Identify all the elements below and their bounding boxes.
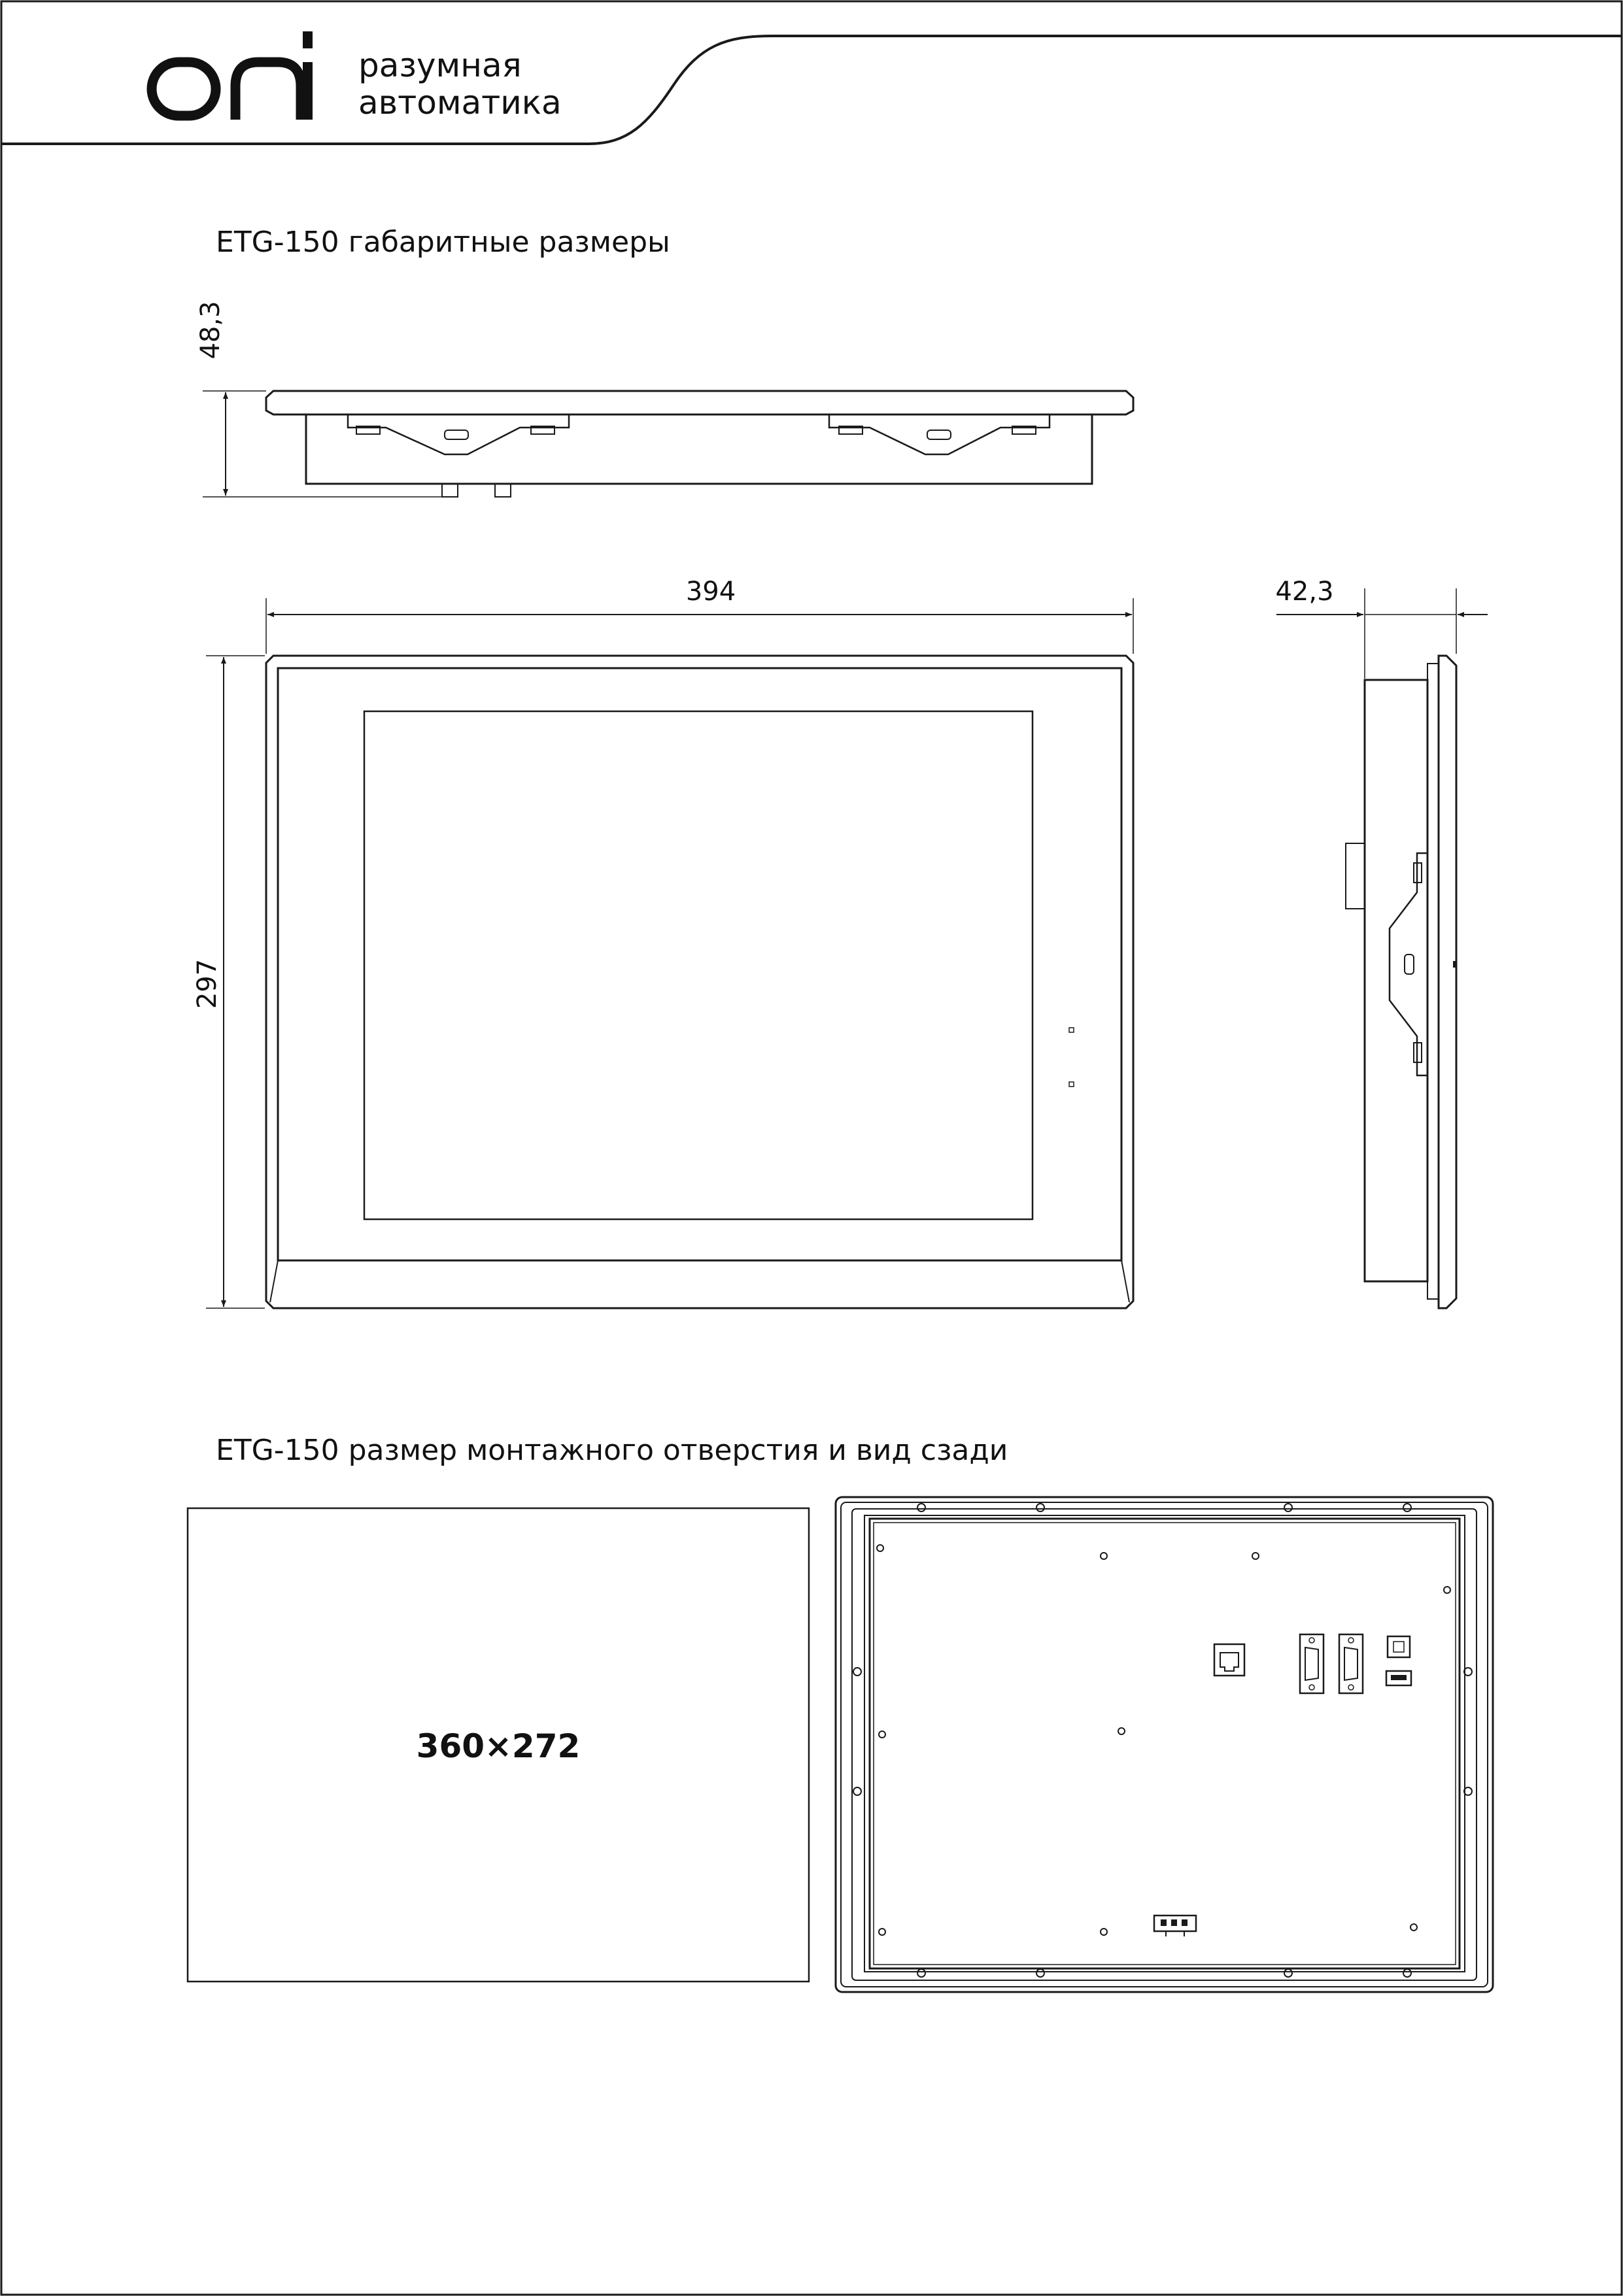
side-bracket-slot bbox=[1404, 954, 1414, 975]
tagline-line1: разумная bbox=[358, 46, 522, 84]
front-led-b bbox=[1068, 1081, 1074, 1087]
side-bezel bbox=[1437, 654, 1458, 1309]
tagline-line2: автоматика bbox=[358, 84, 562, 122]
side-view bbox=[1345, 654, 1458, 1309]
screw-8 bbox=[1100, 1928, 1108, 1936]
screw-4 bbox=[1443, 1586, 1451, 1594]
cutout-size-label: 360×272 bbox=[417, 1727, 581, 1765]
brand-logo: oni bbox=[0, 0, 313, 121]
side-button bbox=[1453, 961, 1456, 968]
rear-gasket bbox=[851, 1508, 1477, 1981]
screw-6 bbox=[1118, 1727, 1125, 1735]
dim-depth-top: 48,3 bbox=[196, 301, 442, 498]
screw-3 bbox=[1252, 1552, 1259, 1560]
clip-left-2 bbox=[853, 1787, 862, 1796]
rear-screws bbox=[876, 1544, 1451, 1936]
side-bracket-tab-b bbox=[1413, 1042, 1422, 1063]
clip-bottom-1 bbox=[917, 1968, 926, 1978]
rear-outer-frame-inner bbox=[840, 1502, 1488, 1987]
header: oni разумная автоматика bbox=[0, 0, 1622, 145]
usb-a-port bbox=[1385, 1670, 1412, 1687]
serial-port-2 bbox=[1338, 1633, 1364, 1695]
top-connector-b bbox=[494, 483, 511, 498]
front-bezel-chamfer-right bbox=[1121, 1260, 1130, 1303]
power-connector bbox=[1153, 1914, 1197, 1936]
top-view bbox=[265, 390, 1135, 498]
screw-5 bbox=[878, 1730, 886, 1738]
top-view-bezel bbox=[265, 390, 1135, 416]
section2-title: ETG-150 размер монтажного отверстия и ви… bbox=[216, 1434, 1008, 1467]
serial-port-1 bbox=[1299, 1633, 1325, 1695]
top-bracket-left bbox=[347, 414, 570, 456]
clip-top-2 bbox=[1036, 1503, 1045, 1512]
clip-right-2 bbox=[1463, 1787, 1473, 1796]
logo-letter-i-dot bbox=[303, 31, 313, 48]
side-connector bbox=[1345, 843, 1365, 909]
screen-area bbox=[363, 710, 1034, 1221]
front-bezel-inner bbox=[277, 667, 1123, 1262]
logo-letter-o bbox=[146, 57, 221, 121]
clip-left-1 bbox=[853, 1667, 862, 1676]
front-led-a bbox=[1068, 1027, 1074, 1033]
clip-right-1 bbox=[1463, 1667, 1473, 1676]
top-connector-a bbox=[441, 483, 458, 498]
usb-b-port bbox=[1386, 1635, 1411, 1659]
rear-panel bbox=[868, 1517, 1461, 1970]
top-bracket-left-tab-b bbox=[530, 426, 555, 435]
dim-height: 297 bbox=[192, 655, 265, 1309]
header-curve bbox=[1, 35, 1622, 145]
top-bracket-right-tab-a bbox=[838, 426, 863, 435]
side-bracket-tab-a bbox=[1413, 862, 1422, 883]
clip-bottom-4 bbox=[1403, 1968, 1412, 1978]
logo-letter-n bbox=[230, 57, 306, 120]
front-bezel-outer bbox=[265, 654, 1135, 1309]
dim-width: 394 bbox=[265, 577, 1134, 654]
top-bracket-right-tab-b bbox=[1012, 426, 1036, 435]
logo-word: oni bbox=[0, 0, 1, 1]
top-bracket-right bbox=[828, 414, 1051, 456]
screw-9 bbox=[1410, 1923, 1418, 1931]
top-bracket-left-slot bbox=[444, 430, 469, 440]
screw-7 bbox=[878, 1928, 886, 1936]
front-bezel-chamfer-left bbox=[269, 1260, 279, 1303]
dim-depth-side: 42,3 bbox=[1275, 577, 1488, 679]
clip-top-3 bbox=[1284, 1503, 1293, 1512]
section1-title: ETG-150 габаритные размеры bbox=[216, 226, 670, 259]
rear-view bbox=[834, 1496, 1494, 1993]
dim-width-value: 394 bbox=[686, 577, 736, 607]
dim-depth-side-value: 42,3 bbox=[1275, 577, 1333, 607]
dim-height-value: 297 bbox=[192, 959, 222, 1009]
front-view bbox=[265, 654, 1135, 1309]
top-bracket-left-tab-a bbox=[356, 426, 381, 435]
top-view-housing bbox=[305, 413, 1093, 485]
clip-bottom-2 bbox=[1036, 1968, 1045, 1978]
cutout-rectangle bbox=[186, 1507, 810, 1983]
screw-1 bbox=[876, 1544, 884, 1552]
rear-clips bbox=[853, 1503, 1473, 1978]
rear-outer-frame bbox=[834, 1496, 1494, 1993]
side-bracket bbox=[1388, 852, 1427, 1077]
side-housing bbox=[1363, 679, 1429, 1283]
clip-top-1 bbox=[917, 1503, 926, 1512]
clip-top-4 bbox=[1403, 1503, 1412, 1512]
cutout-view: 360×272 bbox=[186, 1507, 810, 1983]
rear-ports bbox=[1153, 1633, 1412, 1936]
side-bezel-lip bbox=[1427, 663, 1439, 1300]
clip-bottom-3 bbox=[1284, 1968, 1293, 1978]
top-bracket-right-slot bbox=[927, 430, 951, 440]
rear-panel-inner bbox=[873, 1522, 1456, 1965]
ethernet-port bbox=[1213, 1643, 1246, 1677]
dim-depth-top-value: 48,3 bbox=[196, 301, 226, 359]
rear-mount-rail bbox=[864, 1515, 1465, 1972]
logo-letter-i-stem bbox=[303, 62, 313, 120]
screw-2 bbox=[1100, 1552, 1108, 1560]
